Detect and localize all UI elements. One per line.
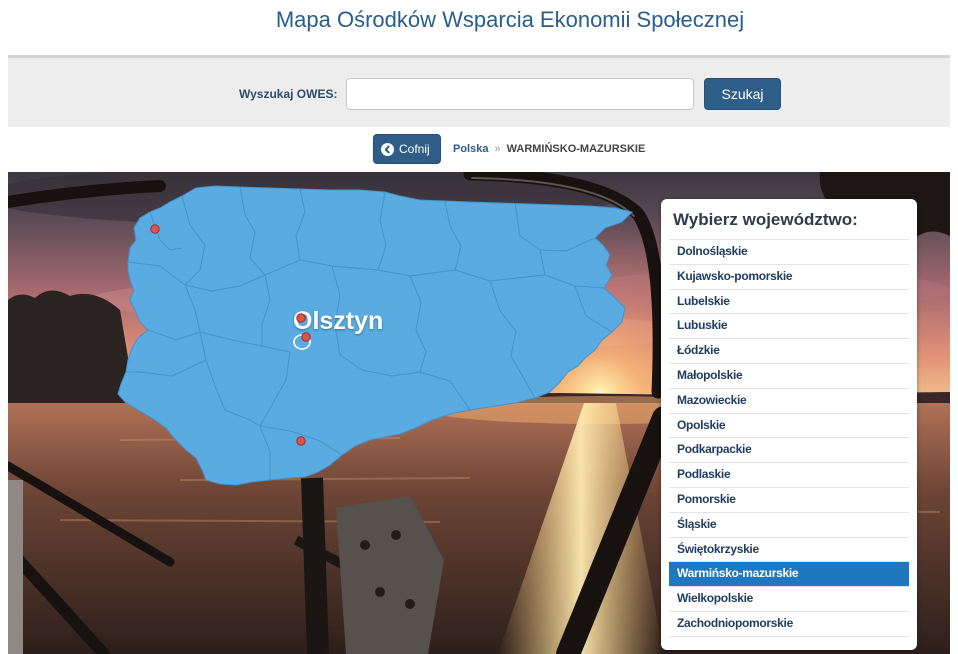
owes-markers — [150, 224, 311, 446]
circle-arrow-left-icon — [381, 142, 394, 156]
voivodeship-item-warminsko-mazurskie[interactable]: Warmińsko-mazurskie — [669, 562, 909, 588]
metal-pole — [8, 480, 23, 654]
search-input[interactable] — [346, 78, 694, 110]
voivodeship-map: Olsztyn — [117, 185, 633, 486]
voivodeship-item-pomorskie[interactable]: Pomorskie — [669, 488, 909, 513]
page-title: Mapa Ośrodków Wsparcia Ekonomii Społeczn… — [275, 7, 745, 32]
boat-mount — [293, 477, 444, 654]
voivodeship-item-podkarpackie[interactable]: Podkarpackie — [669, 438, 909, 464]
voivodeship-outline[interactable] — [117, 185, 633, 486]
voivodeship-item-zachodniopomorskie[interactable]: Zachodniopomorskie — [669, 612, 909, 637]
voivodeship-item-dolnoslaskie[interactable]: Dolnośląskie — [669, 240, 909, 265]
breadcrumb-current: WARMIŃSKO-MAZURSKIE — [506, 143, 646, 155]
map-marker-dot-icon[interactable] — [301, 332, 311, 342]
voivodeship-item-lodzkie[interactable]: Łódzkie — [669, 339, 909, 364]
district-borders — [126, 186, 613, 480]
map-marker-dot-icon[interactable] — [296, 436, 306, 446]
map-city-label: Olsztyn — [293, 307, 383, 335]
voivodeship-panel: Wybierz województwo: Dolnośląskie Kujaws… — [661, 199, 917, 650]
breadcrumb-separator: » — [494, 143, 501, 155]
search-label: Wyszukaj OWES: — [239, 87, 338, 101]
back-button[interactable]: Cofnij — [373, 134, 441, 164]
breadcrumb-root-link[interactable]: Polska — [453, 143, 489, 155]
map-marker-dot-icon[interactable] — [150, 224, 160, 234]
breadcrumb: Polska » WARMIŃSKO-MAZURSKIE — [453, 141, 645, 157]
voivodeship-item-lubuskie[interactable]: Lubuskie — [669, 314, 909, 340]
voivodeship-item-swietokrzyskie[interactable]: Świętokrzyskie — [669, 538, 909, 563]
voivodeship-item-lubelskie[interactable]: Lubelskie — [669, 290, 909, 315]
voivodeship-item-wielkopolskie[interactable]: Wielkopolskie — [669, 587, 909, 612]
voivodeship-panel-heading: Wybierz województwo: — [673, 210, 858, 229]
voivodeship-item-malopolskie[interactable]: Małopolskie — [669, 364, 909, 389]
voivodeship-item-slaskie[interactable]: Śląskie — [669, 513, 909, 538]
search-button[interactable]: Szukaj — [704, 78, 781, 110]
voivodeship-item-kujawsko-pomorskie[interactable]: Kujawsko-pomorskie — [669, 265, 909, 290]
left-treeline — [8, 290, 136, 407]
map-marker-dot-icon[interactable] — [296, 313, 306, 323]
boat-railing — [8, 172, 676, 654]
voivodeship-item-podlaskie[interactable]: Podlaskie — [669, 463, 909, 488]
back-button-label: Cofnij — [399, 142, 430, 156]
voivodeship-item-opolskie[interactable]: Opolskie — [669, 414, 909, 439]
voivodeship-list: Dolnośląskie Kujawsko-pomorskie Lubelski… — [669, 239, 909, 637]
voivodeship-item-mazowieckie[interactable]: Mazowieckie — [669, 389, 909, 414]
